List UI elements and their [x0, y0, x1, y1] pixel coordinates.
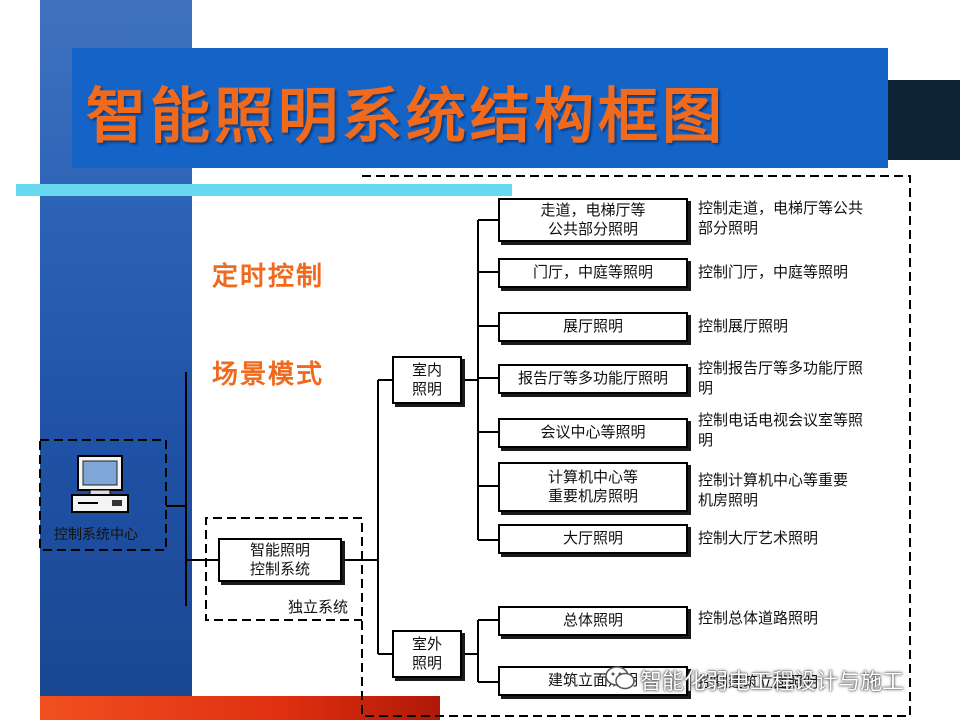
desc-computer-room: 控制计算机中心等重要 机房照明 — [698, 471, 849, 510]
side-label-scene: 场景模式 — [212, 360, 325, 390]
item-box-conference: 会议中心等照明 — [498, 418, 688, 448]
item-box-hall: 大厅照明 — [498, 524, 688, 554]
desc-lobby: 控制门厅，中庭等照明 — [698, 263, 849, 281]
control-center-label: 控制系统中心 — [54, 527, 138, 543]
main-system-box: 智能照明 控制系统 — [218, 538, 342, 582]
page-title: 智能照明系统结构框图 — [86, 82, 726, 152]
system-outline — [205, 175, 911, 717]
desc-auditorium: 控制报告厅等多功能厅照 明 — [698, 359, 864, 398]
side-label-timer: 定时控制 — [212, 262, 325, 292]
desc-overall: 控制总体道路照明 — [698, 609, 819, 627]
outdoor-lighting-box: 室外 照明 — [392, 630, 462, 678]
watermark-text: 智能化弱电工程设计与施工 — [640, 670, 905, 695]
desc-hall: 控制大厅艺术照明 — [698, 529, 819, 547]
standalone-system-label: 独立系统 — [288, 598, 349, 616]
item-box-computer-room: 计算机中心等 重要机房照明 — [498, 462, 688, 512]
cyan-stripe — [16, 184, 512, 196]
desc-facade: 控制建筑立面照明 — [698, 673, 819, 691]
indoor-lighting-box: 室内 照明 — [392, 356, 462, 404]
desc-conference: 控制电话电视会议室等照 明 — [698, 411, 864, 450]
title-bar — [72, 48, 888, 168]
wechat-icon — [605, 666, 635, 690]
desc-exhibition: 控制展厅照明 — [698, 317, 789, 335]
item-box-auditorium: 报告厅等多功能厅照明 — [498, 364, 688, 394]
computer-icon — [71, 455, 129, 513]
item-box-corridor: 走道，电梯厅等 公共部分照明 — [498, 198, 688, 242]
control-center-outline — [39, 439, 167, 551]
desc-corridor: 控制走道，电梯厅等公共 部分照明 — [698, 199, 864, 238]
item-box-lobby: 门厅，中庭等照明 — [498, 258, 688, 288]
item-box-overall: 总体照明 — [498, 606, 688, 636]
dark-accent-square — [888, 80, 960, 160]
item-box-exhibition: 展厅照明 — [498, 312, 688, 342]
